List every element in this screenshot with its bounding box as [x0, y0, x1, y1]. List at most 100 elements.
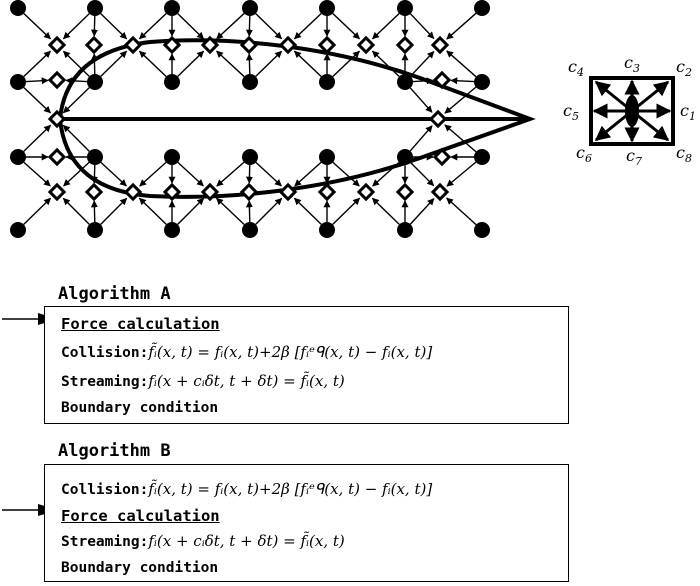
algorithm-b-title: Algorithm B	[58, 441, 171, 461]
fluid-node	[242, 222, 258, 238]
lattice-link	[245, 15, 253, 37]
lattice-link	[177, 161, 204, 187]
algorithm-a-box: Force calculation Collision:f̃ᵢ(x, t) = …	[44, 306, 569, 424]
fluid-node	[87, 149, 103, 165]
lattice-link	[332, 50, 360, 78]
lattice-link	[62, 87, 90, 114]
lattice-link	[63, 161, 90, 187]
boundary-node	[162, 182, 182, 202]
label-c8: c8	[676, 143, 692, 165]
lattice-link	[294, 161, 322, 187]
lattice-link	[100, 13, 128, 40]
lattice-link	[65, 77, 88, 85]
fluid-node	[319, 74, 335, 90]
lattice-link	[62, 13, 90, 40]
collision-equation-b: f̃ᵢ(x, t) = fᵢ(x, t)+2β [fᵢᵉᑫ(x, t) − fᵢ…	[148, 480, 433, 498]
boundary-node	[432, 147, 452, 167]
lattice-link	[139, 161, 167, 187]
streaming-label-b: Streaming:	[61, 534, 149, 550]
boundary-node	[47, 70, 67, 90]
lattice-link	[100, 161, 127, 187]
lattice-link	[100, 197, 128, 225]
velocity-cell	[589, 76, 675, 146]
label-c2: c2	[676, 57, 692, 79]
fluid-node	[164, 149, 180, 165]
boundary-node	[84, 182, 104, 202]
lattice-link	[446, 50, 477, 78]
lattice-link	[177, 197, 205, 225]
boundary-node	[278, 35, 298, 55]
label-c3: c3	[624, 53, 640, 75]
boundary-node	[123, 182, 143, 202]
lattice-link	[245, 200, 253, 223]
label-c4: c4	[568, 57, 584, 79]
fluid-node	[10, 0, 26, 16]
fluid-node	[474, 149, 490, 165]
lattice-link	[409, 51, 435, 77]
fluid-node	[242, 0, 258, 16]
lattice-link	[255, 197, 283, 225]
boundary-node	[432, 70, 452, 90]
force-calculation-a: Force calculation	[61, 315, 220, 333]
fluid-node	[10, 149, 26, 165]
fluid-node	[87, 74, 103, 90]
lattice-link	[444, 86, 477, 114]
lattice-link	[446, 197, 477, 226]
boundary-node	[428, 109, 448, 129]
boundary-node	[317, 182, 337, 202]
lattice-link	[410, 162, 435, 187]
streaming-step-b: Streaming:fᵢ(x + cᵢδt, t + δt) = f̃ᵢ(x, …	[61, 532, 345, 551]
boundary-node	[162, 35, 182, 55]
lattice-link	[372, 12, 400, 40]
lattice-link	[294, 12, 322, 40]
boundary-node	[356, 182, 376, 202]
collision-equation-a: f̃ᵢ(x, t) = fᵢ(x, t)+2β [fᵢᵉᑫ(x, t) − fᵢ…	[148, 343, 433, 361]
label-c5: c5	[563, 101, 579, 123]
lattice-link	[90, 200, 98, 223]
lattice-link	[23, 161, 51, 187]
lattice-link	[372, 50, 400, 78]
boundary-node	[200, 35, 220, 55]
fluid-node	[164, 222, 180, 238]
lattice-link	[450, 77, 475, 85]
lattice-link	[294, 50, 322, 78]
boundary-node	[47, 147, 67, 167]
fluid-node	[474, 222, 490, 238]
lattice-link	[138, 197, 167, 225]
boundary-condition-a: Boundary condition	[61, 400, 219, 416]
lattice-link	[62, 50, 90, 77]
lattice-link	[62, 197, 90, 225]
lattice-link	[293, 197, 322, 225]
lattice-link	[216, 50, 245, 78]
label-c7: c7	[626, 146, 642, 168]
lattice-link	[25, 77, 49, 85]
fluid-node	[319, 149, 335, 165]
collision-step-a: Collision:f̃ᵢ(x, t) = fᵢ(x, t)+2β [fᵢᵉᑫ(…	[61, 343, 432, 362]
lattice-link	[23, 12, 51, 40]
boundary-node	[278, 182, 298, 202]
boundary-node	[200, 182, 220, 202]
lattice-link	[23, 124, 52, 152]
fluid-node	[397, 0, 413, 16]
label-c1: c1	[680, 101, 696, 123]
label-c6: c6	[576, 143, 592, 165]
lattice-link	[245, 53, 253, 75]
boundary-node	[317, 35, 337, 55]
lattice-link	[446, 12, 477, 40]
boundary-node	[47, 109, 67, 129]
algorithm-a-title: Algorithm A	[58, 284, 171, 304]
lattice-link	[409, 87, 433, 113]
lattice-link	[139, 12, 167, 40]
algorithm-b-box: Collision:f̃ᵢ(x, t) = fᵢ(x, t)+2β [fᵢᵉᑫ(…	[44, 464, 569, 582]
lattice-link	[23, 197, 52, 225]
boundary-node	[47, 35, 67, 55]
fluid-node	[242, 74, 258, 90]
fluid-node	[164, 0, 180, 16]
fluid-node	[242, 149, 258, 165]
fluid-node	[474, 0, 490, 16]
force-calculation-b: Force calculation	[61, 507, 220, 525]
lattice-link	[23, 50, 51, 78]
boundary-node	[395, 35, 415, 55]
lattice-link	[409, 125, 433, 152]
fluid-node	[319, 0, 335, 16]
